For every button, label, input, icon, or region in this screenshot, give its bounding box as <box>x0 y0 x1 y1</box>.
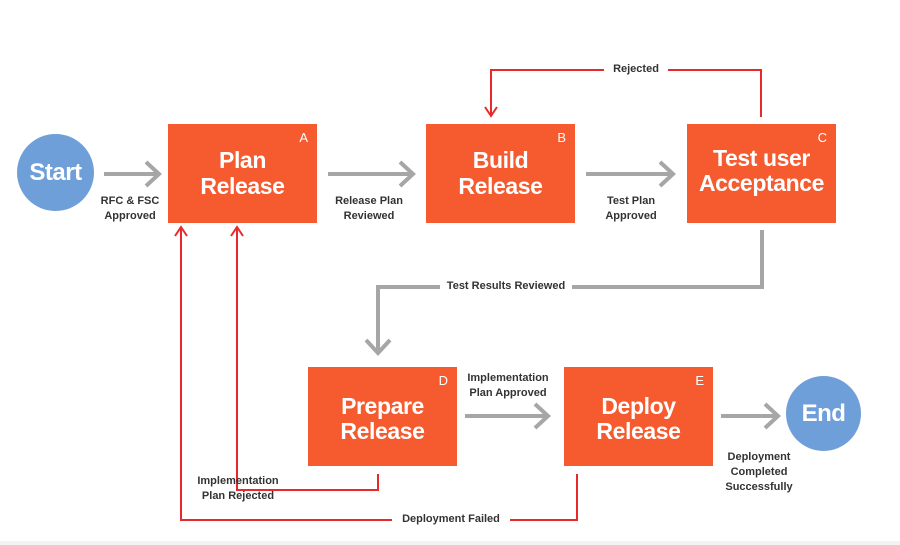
build-release-title-line2: Release <box>458 173 543 199</box>
plan-release-letter: A <box>299 130 308 145</box>
start-node: Start <box>17 134 94 211</box>
arrow-start-to-plan <box>104 160 162 188</box>
arrow-deploy-to-end <box>721 402 781 430</box>
plan-release-title-line2: Release <box>200 173 285 199</box>
edge-label-rfc-line1: RFC & FSC <box>100 195 160 207</box>
arrow-test-rejected-to-build <box>484 69 762 118</box>
end-node: End <box>786 376 861 451</box>
edge-label-test-results-text: Test Results Reviewed <box>446 280 566 292</box>
edge-label-deployment-line3: Successfully <box>725 481 793 493</box>
test-acceptance-letter: C <box>817 130 827 145</box>
edge-label-impl-rejected-line2: Plan Rejected <box>201 490 275 502</box>
edge-label-test-results-reviewed: Test Results Reviewed <box>440 279 572 294</box>
arrow-deploy-failed-to-plan <box>174 225 578 521</box>
test-acceptance-box: C Test user Acceptance <box>687 124 836 223</box>
prepare-release-letter: D <box>438 373 448 388</box>
edge-label-rfc-approved: RFC & FSC Approved <box>96 194 164 224</box>
build-release-box: B Build Release <box>426 124 575 223</box>
test-acceptance-title-line1: Test user <box>713 145 810 171</box>
edge-label-impl-approved-line2: Plan Approved <box>469 387 547 399</box>
prepare-release-box: D Prepare Release <box>308 367 457 466</box>
plan-release-box: A Plan Release <box>168 124 317 223</box>
arrow-prepare-to-deploy <box>465 402 551 430</box>
edge-label-impl-rejected-line1: Implementation <box>197 475 279 487</box>
deploy-release-title-line2: Release <box>596 418 681 444</box>
prepare-release-title-line1: Prepare <box>341 393 424 419</box>
arrow-plan-to-build <box>328 160 416 188</box>
deploy-release-title-line1: Deploy <box>601 393 676 419</box>
plan-release-title-line1: Plan <box>219 147 266 173</box>
edge-label-test-plan-line2: Approved <box>605 210 657 222</box>
edge-label-rejected-text: Rejected <box>613 63 659 75</box>
start-label: Start <box>29 158 82 186</box>
edge-label-release-plan-line2: Reviewed <box>343 210 395 222</box>
test-acceptance-title-line2: Acceptance <box>698 170 825 196</box>
edge-label-test-plan-approved: Test Plan Approved <box>592 194 670 224</box>
edge-label-test-plan-line1: Test Plan <box>606 195 656 207</box>
edge-label-release-plan-reviewed: Release Plan Reviewed <box>330 194 408 224</box>
edge-label-deployment-failed: Deployment Failed <box>392 512 510 527</box>
edge-label-rfc-line2: Approved <box>104 210 156 222</box>
arrow-build-to-test <box>586 160 676 188</box>
edge-label-deployment-line2: Completed <box>730 466 788 478</box>
edge-label-rejected: Rejected <box>604 62 668 77</box>
edge-label-implementation-plan-approved: Implementation Plan Approved <box>458 371 558 401</box>
deploy-release-box: E Deploy Release <box>564 367 713 466</box>
prepare-release-title-line2: Release <box>340 418 425 444</box>
edge-label-deployment-failed-text: Deployment Failed <box>402 513 500 525</box>
edge-label-release-plan-line1: Release Plan <box>335 195 403 207</box>
bottom-divider <box>0 541 900 545</box>
build-release-letter: B <box>557 130 566 145</box>
edge-label-impl-approved-line1: Implementation <box>467 372 549 384</box>
edge-label-deployment-completed: Deployment Completed Successfully <box>718 450 800 495</box>
edge-label-deployment-line1: Deployment <box>727 451 791 463</box>
arrow-prepare-rejected-to-plan <box>230 225 379 491</box>
end-label: End <box>801 399 846 427</box>
deploy-release-letter: E <box>695 373 704 388</box>
edge-label-implementation-plan-rejected: Implementation Plan Rejected <box>188 474 288 504</box>
build-release-title-line1: Build <box>472 147 529 173</box>
